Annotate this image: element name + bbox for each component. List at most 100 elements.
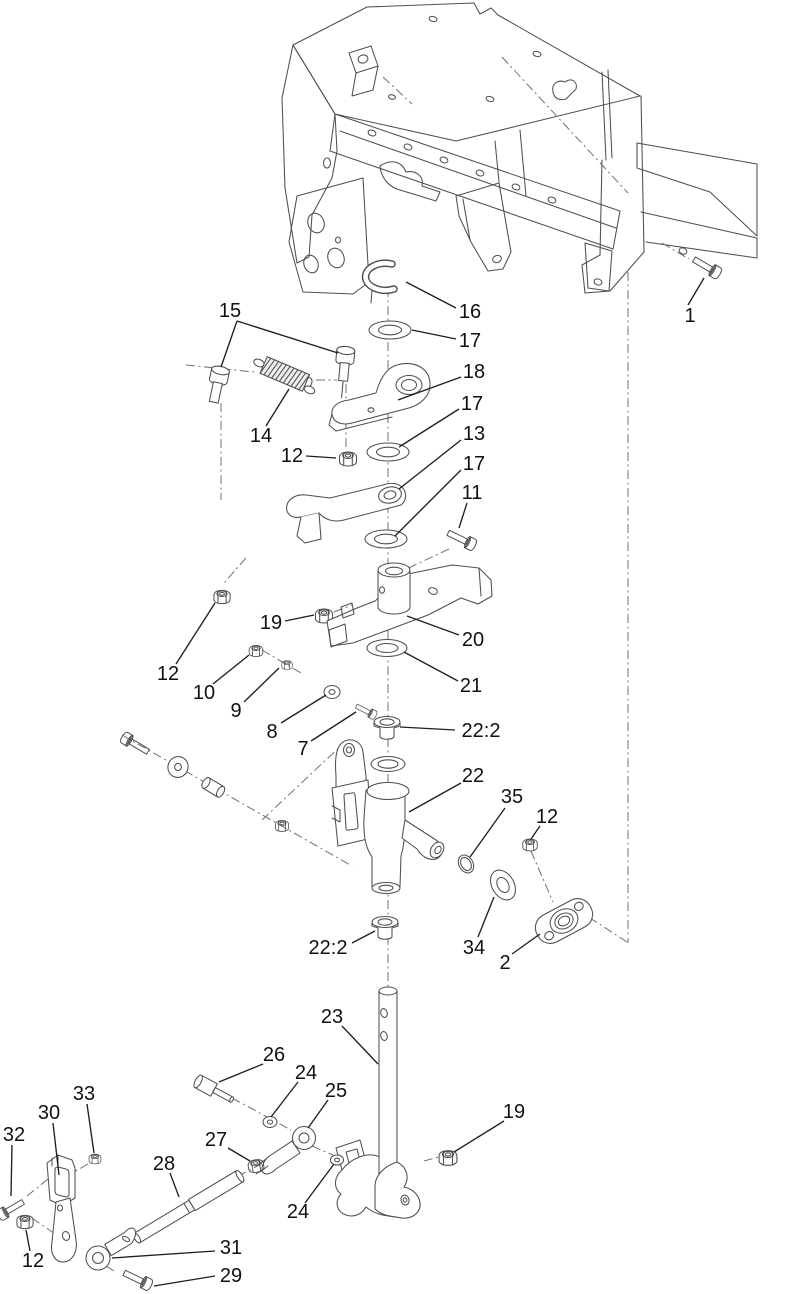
assembly-axis-line [261,649,302,674]
part-22-2-bushing-lower [371,915,399,940]
part-15-bolt-left [208,365,230,404]
assembly-axis-line [73,1163,89,1173]
callout-leader-line [530,825,541,840]
part-29-bolt [121,1266,155,1293]
part-12-nut-b [213,589,231,605]
part-8-washer [323,684,341,700]
callout-label-16: 16 [459,301,481,323]
callout-leader-line [351,930,376,944]
callout-leader-line [398,408,460,448]
callout-leader-line [175,602,216,665]
part-5-spacer [201,777,226,798]
assembly-axis-line [530,850,554,903]
callout-leader-line [218,1063,264,1083]
part-7-bolt [353,701,379,721]
part-11-bolt [445,526,479,553]
callout-leader-line [341,1025,379,1065]
part-33-nut [88,1153,102,1165]
callout-leader-line [687,277,705,306]
part-34-washer [490,869,516,901]
part-12-nut-d [16,1214,34,1230]
part-21-washer [366,638,408,658]
callout-label-24: 24 [295,1062,317,1084]
part-13-lever-arm [286,482,407,544]
callout-label-15: 15 [219,300,241,322]
callout-label-11: 11 [462,482,483,504]
callout-label-1: 1 [684,305,695,327]
assembly-axis-line [185,364,255,373]
part-25-rod-end [255,1125,317,1175]
callout-label-17: 17 [461,393,483,415]
callout-leader-line [399,726,456,731]
part-3-bolt [118,730,152,758]
part-9-nut [281,660,293,670]
assembly-axis-line [423,1156,440,1162]
callout-leader-line [227,1147,251,1162]
callout-label-21: 21 [460,675,482,697]
part-28-link-rod [132,1169,245,1244]
part-22-steering-support [331,739,445,895]
callout-leader-line [406,615,460,636]
callout-label-12: 12 [536,806,558,828]
callout-leader-line [411,329,457,340]
callout-label-9: 9 [230,700,241,722]
callout-leader-line [405,281,457,309]
part-2-flange-bushing [534,898,594,944]
part-15-bolt-right [335,345,356,399]
callout-label-7: 7 [297,738,308,760]
callout-leader-line [511,933,541,955]
callout-label-12: 12 [281,445,303,467]
callout-label-24: 24 [287,1201,309,1223]
callout-leader-line [408,782,462,813]
part-26-bolt [193,1074,234,1103]
callout-leader-line [307,1099,329,1129]
part-23-shaft-clamp-front [374,1161,421,1219]
part-30-bracket [46,1154,77,1263]
callout-leader-line [52,1122,60,1176]
callout-label-19: 19 [260,612,282,634]
callout-label-34: 34 [463,937,485,959]
assembly-axis-line [333,604,353,613]
callout-leader-line [25,1229,31,1252]
part-24-washer-a [262,1115,278,1129]
callout-label-17: 17 [459,330,481,352]
part-32-bolt [0,1196,27,1222]
callout-label-28: 28 [153,1153,175,1175]
callout-label-20: 20 [462,629,484,651]
callout-label-31: 31 [220,1237,242,1259]
assembly-axis-line [231,1097,292,1131]
assembly-axis-line [223,557,247,584]
part-24-washer-b [329,1154,345,1166]
part-16-retaining-clip [361,259,398,304]
callout-label-22-2: 22:2 [309,937,348,959]
callouts-layer: 116171817131711151412192012211098722:222… [3,277,705,1287]
callout-leader-line [280,694,327,724]
assembly-axis-line [121,734,353,867]
callout-leader-line [10,1144,13,1197]
part-19-nut-b [438,1150,458,1166]
callout-label-19: 19 [503,1101,525,1123]
callout-label-23: 23 [321,1006,343,1028]
part-17-washer-lower [364,529,408,549]
callout-label-2: 2 [499,952,510,974]
assembly-axis-line [589,917,628,943]
callout-label-30: 30 [38,1102,60,1124]
callout-leader-line [153,1275,216,1287]
assembly-axis-line [311,1145,334,1156]
part-22-2-bushing-upper [373,715,401,740]
part-1-bolt [690,253,724,281]
callout-leader-line [310,711,357,742]
callout-label-22-2: 22:2 [462,720,501,742]
callout-label-32: 32 [3,1124,25,1146]
part-17-washer-middle [366,442,410,462]
callout-leader-line [477,896,495,938]
part-12-nut-c [522,838,538,852]
callout-leader-line [304,1163,335,1204]
callout-leader-line [453,1120,505,1153]
callout-leader-line [398,439,462,490]
callout-leader-line [236,320,339,354]
callout-label-14: 14 [250,425,272,447]
callout-label-17: 17 [463,453,485,475]
callout-leader-line [284,614,315,622]
